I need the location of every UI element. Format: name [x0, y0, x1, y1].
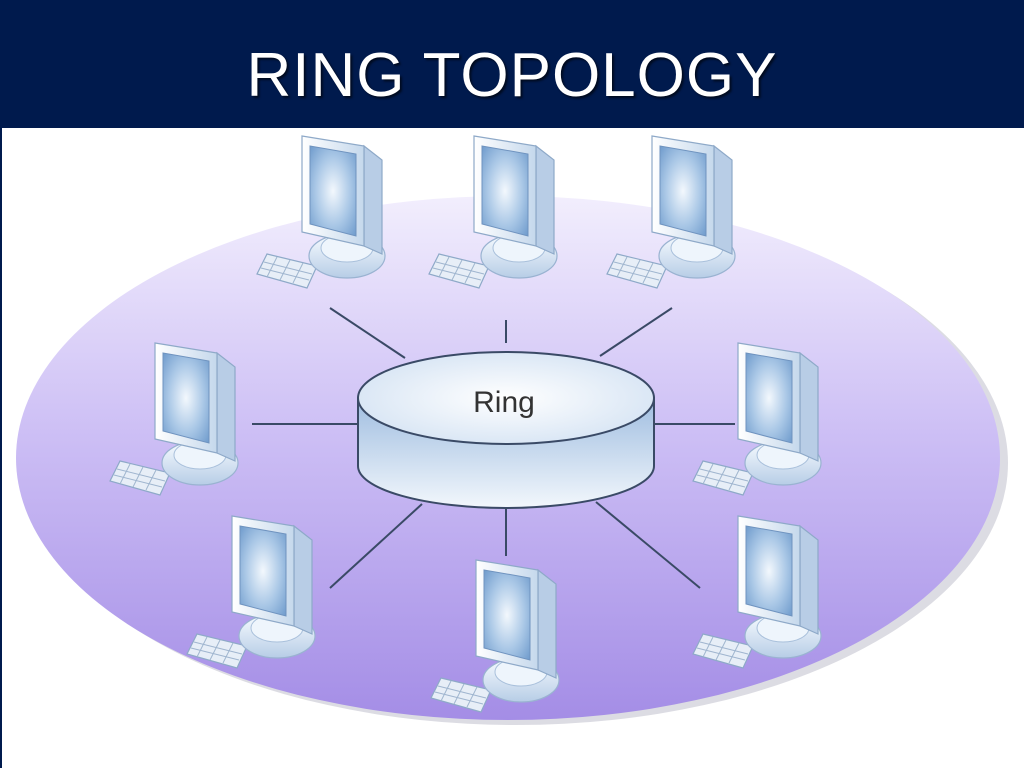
slide-left-border	[0, 128, 2, 768]
ring-topology-diagram: Ring	[16, 135, 1008, 725]
ring-hub-icon: Ring	[357, 351, 655, 509]
network-links	[252, 307, 735, 589]
hub-label: Ring	[473, 386, 535, 419]
slide-title: RING TOPOLOGY	[246, 40, 778, 110]
link-line	[329, 307, 406, 359]
title-bar: RING TOPOLOGY	[0, 0, 1024, 128]
link-line	[599, 307, 673, 357]
link-line	[595, 501, 701, 589]
link-line	[329, 503, 423, 589]
workstation-top-left	[256, 135, 386, 289]
